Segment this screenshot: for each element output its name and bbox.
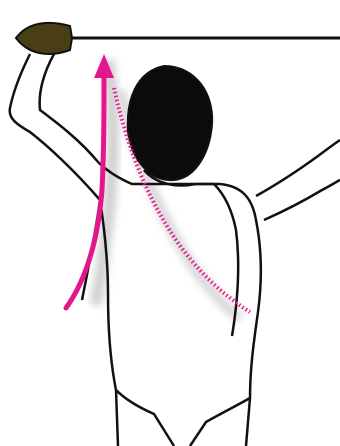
- right-leg-outline: [190, 398, 250, 446]
- jacket-seam: [214, 184, 238, 336]
- fencing-mask-icon: [128, 66, 212, 180]
- left-leg-outline: [116, 390, 174, 446]
- bell-guard-icon: [16, 23, 72, 54]
